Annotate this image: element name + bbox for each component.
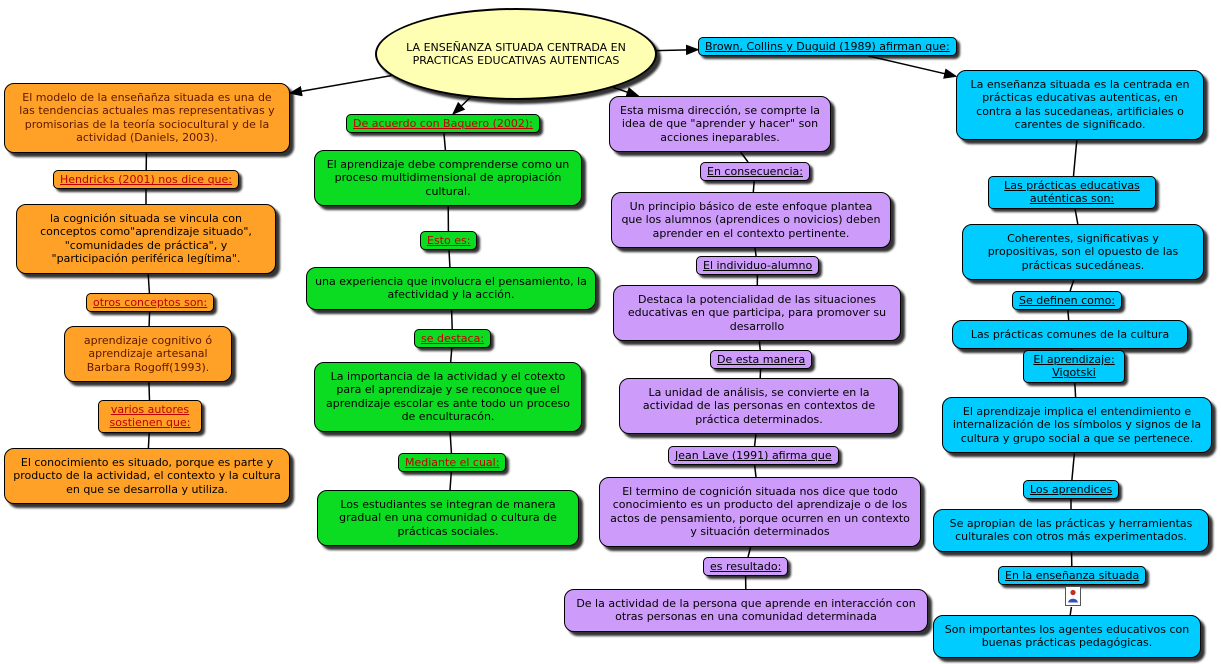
connector-line: [448, 249, 451, 268]
connector-line: [1069, 606, 1073, 616]
connector-line: [754, 247, 757, 257]
label-de-esta-manera[interactable]: De esta manera: [710, 350, 813, 370]
label-varios-autores[interactable]: varios autores sostienen que:: [98, 400, 202, 433]
label-brown-collins-duguid[interactable]: Brown, Collins y Duguid (1989) afirman q…: [698, 37, 957, 57]
concept-enculturacion[interactable]: La importancia de la actividad y el cote…: [314, 362, 582, 432]
connector-line: [868, 55, 958, 79]
concept-practicas-comunes[interactable]: Las prácticas comunes de la cultura: [952, 320, 1188, 350]
concept-unidad-analisis[interactable]: La unidad de análisis, se convierte en l…: [619, 378, 899, 435]
concept-apropiacion-cultural[interactable]: El aprendizaje debe comprenderse como un…: [314, 150, 582, 207]
connector-line: [147, 432, 150, 449]
person-clipart-icon: [1065, 586, 1081, 606]
label-se-destaca[interactable]: se destaca:: [414, 329, 492, 349]
connector-line: [752, 180, 755, 193]
label-los-aprendices[interactable]: Los aprendices: [1023, 480, 1120, 500]
connector-line: [1074, 208, 1079, 225]
concept-agentes-educativos[interactable]: Son importantes los agentes educativos c…: [933, 615, 1201, 658]
connector-line: [449, 431, 453, 454]
connector-line: [1069, 279, 1075, 292]
concept-actividad-persona[interactable]: De la actividad de la persona que aprend…: [564, 589, 928, 632]
label-jean-lave[interactable]: Jean Lave (1991) afirma que: [668, 446, 839, 466]
concept-potencialidad[interactable]: Destaca la potencialidad de las situacio…: [613, 285, 901, 342]
connector-line: [612, 86, 640, 98]
label-es-resultado[interactable]: es resultado:: [703, 557, 789, 577]
connector-line: [451, 96, 471, 116]
connector-line: [656, 44, 700, 56]
concept-daniels[interactable]: El modelo de la enseñañza situada es una…: [4, 83, 290, 153]
connector-line: [443, 132, 447, 151]
connector-line: [148, 381, 151, 401]
concept-apropian-practicas[interactable]: Se apropian de las prácticas y herramien…: [933, 509, 1209, 552]
concept-aprender-y-hacer[interactable]: Esta misma dirección, se comprte la idea…: [609, 96, 831, 153]
resource-icon[interactable]: [1064, 585, 1082, 607]
label-se-definen-como[interactable]: Se definen como:: [1012, 291, 1123, 311]
connector-line: [449, 347, 453, 363]
label-esto-es[interactable]: Esto es:: [420, 231, 478, 251]
concept-simbolos-signos[interactable]: El aprendizaje implica el entendimiento …: [942, 397, 1212, 454]
label-hendricks[interactable]: Hendricks (2001) nos dice que:: [53, 170, 239, 190]
connector-line: [753, 433, 757, 447]
connector-line: [1067, 309, 1070, 321]
connector-line: [1074, 382, 1077, 398]
connector-line: [1072, 139, 1078, 177]
connector-line: [148, 311, 151, 327]
connector-line: [450, 309, 453, 330]
label-en-la-ensenanza-situada[interactable]: En la enseñanza situada: [998, 566, 1147, 586]
connector-line: [747, 546, 752, 558]
connector-line: [758, 340, 761, 351]
root-concept[interactable]: LA ENSEÑANZA SITUADA CENTRADA EN PRACTIC…: [375, 8, 657, 100]
connector-line: [449, 471, 453, 491]
concept-cognicion-producto[interactable]: El termino de cognición situada nos dice…: [599, 477, 921, 547]
concept-estudiantes-integran[interactable]: Los estudiantes se integran de manera gr…: [317, 490, 579, 547]
connector-line: [739, 151, 749, 163]
label-practicas-autenticas[interactable]: Las prácticas educativas auténticas son:: [988, 176, 1156, 209]
connector-line: [753, 464, 757, 478]
concept-ensenanza-situada-def[interactable]: La enseñanza situada es la centrada en p…: [956, 70, 1204, 140]
concept-principio-basico[interactable]: Un principio básico de este enfoque plan…: [611, 192, 891, 249]
label-aprendizaje-vigotski[interactable]: El aprendizaje: Vigotski: [1023, 350, 1125, 383]
connector-line: [288, 74, 392, 97]
label-baquero[interactable]: De acuerdo con Baquero (2002):: [346, 114, 540, 134]
connector-line: [147, 273, 151, 294]
label-en-consecuencia[interactable]: En consecuencia:: [700, 162, 810, 182]
label-mediante-el-cual[interactable]: Mediante el cual:: [398, 453, 507, 473]
concept-experiencia[interactable]: una experiencia que involucra el pensami…: [306, 267, 596, 310]
label-individuo-alumno[interactable]: El individuo-alumno: [696, 256, 820, 276]
concept-conocimiento-situado[interactable]: El conocimiento es situado, porque es pa…: [4, 448, 290, 505]
concept-cognicion-situada[interactable]: la cognición situada se vincula con conc…: [16, 204, 276, 274]
label-otros-conceptos[interactable]: otros conceptos son:: [86, 293, 215, 313]
concept-rogoff[interactable]: aprendizaje cognitivo ó aprendizaje arte…: [64, 326, 232, 383]
connector-line: [1071, 452, 1076, 481]
concept-coherentes[interactable]: Coherentes, significativas y propositiva…: [962, 224, 1204, 281]
